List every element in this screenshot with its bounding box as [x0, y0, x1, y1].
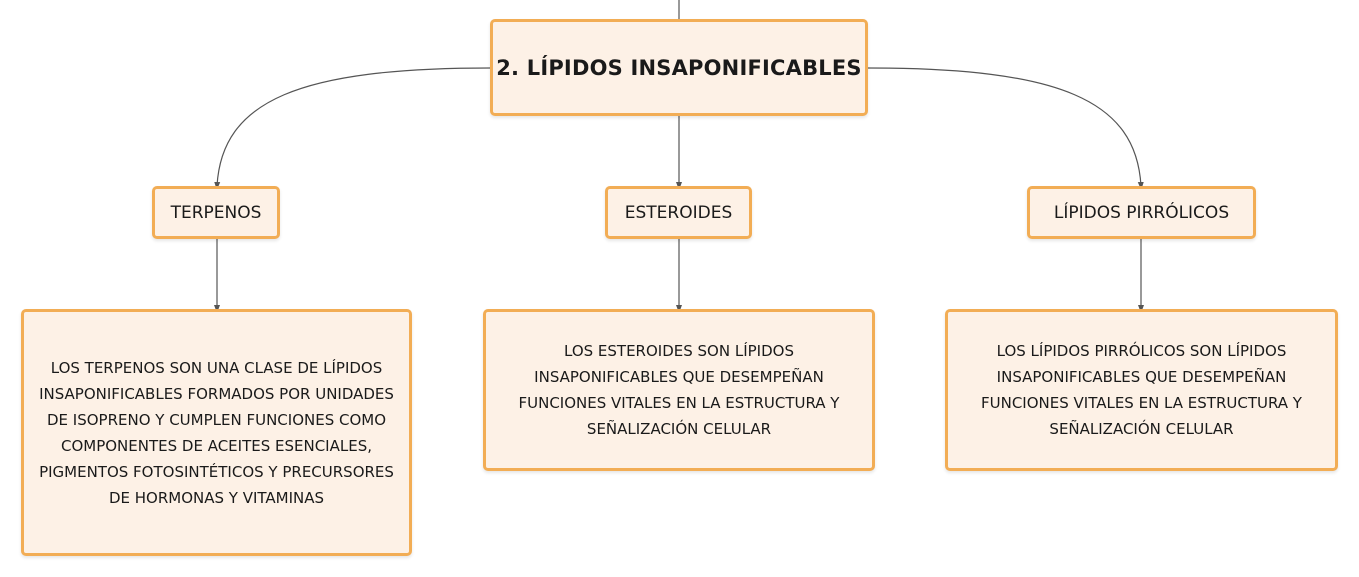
description-text-esteroides: LOS ESTEROIDES SON LÍPIDOS INSAPONIFICAB…: [518, 342, 840, 438]
description-node-terpenos[interactable]: LOS TERPENOS SON UNA CLASE DE LÍPIDOS IN…: [21, 309, 412, 556]
category-label-pirrolicos: LÍPIDOS PIRRÓLICOS: [1053, 202, 1230, 223]
category-node-esteroides[interactable]: ESTEROIDES: [605, 186, 752, 239]
connector-root-to-pirrolicos: [867, 67, 1144, 190]
category-label-terpenos: TERPENOS: [170, 202, 262, 223]
category-label-esteroides: ESTEROIDES: [624, 202, 733, 223]
description-node-esteroides[interactable]: LOS ESTEROIDES SON LÍPIDOS INSAPONIFICAB…: [483, 309, 875, 471]
description-text-terpenos: LOS TERPENOS SON UNA CLASE DE LÍPIDOS IN…: [39, 358, 394, 507]
category-node-terpenos[interactable]: TERPENOS: [152, 186, 280, 239]
connector-root-to-terpenos: [214, 67, 491, 190]
root-node[interactable]: 2. LÍPIDOS INSAPONIFICABLES: [490, 19, 868, 116]
description-node-pirrolicos[interactable]: LOS LÍPIDOS PIRRÓLICOS SON LÍPIDOS INSAP…: [945, 309, 1338, 471]
root-title: 2. LÍPIDOS INSAPONIFICABLES: [496, 55, 862, 80]
category-node-pirrolicos[interactable]: LÍPIDOS PIRRÓLICOS: [1027, 186, 1256, 239]
description-text-pirrolicos: LOS LÍPIDOS PIRRÓLICOS SON LÍPIDOS INSAP…: [981, 342, 1302, 438]
